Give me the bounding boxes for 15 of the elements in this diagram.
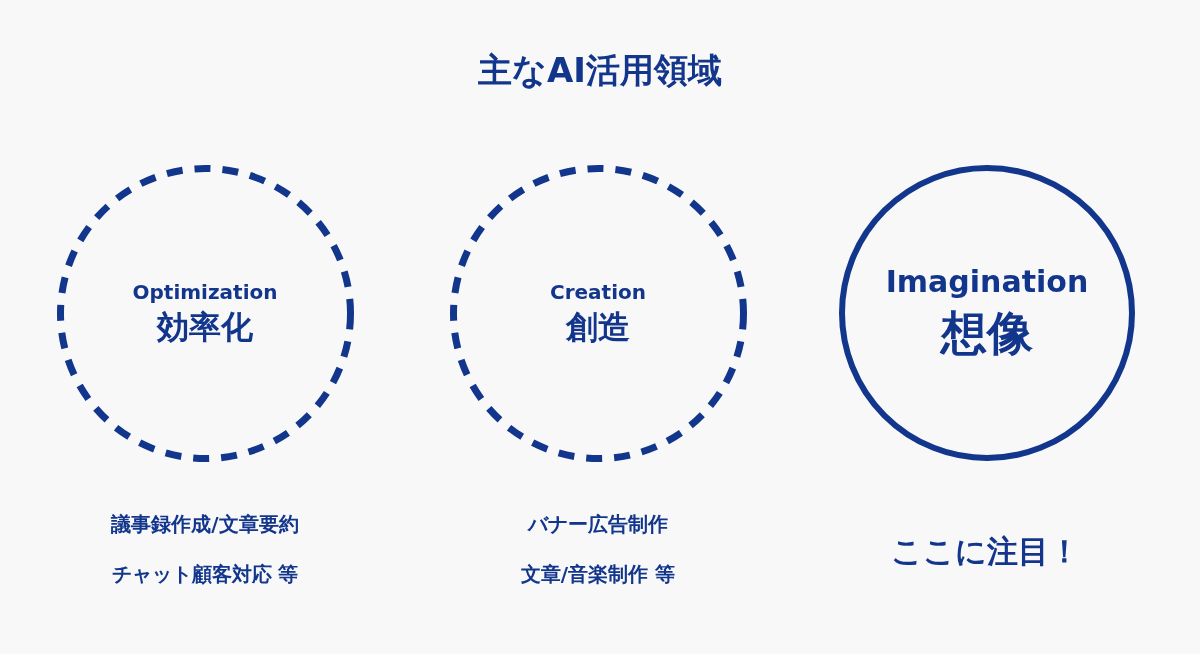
caption-text: 議事録作成/文章要約 <box>111 512 299 536</box>
node-label: 想像 <box>941 306 1033 362</box>
caption-text: チャット顧客対応 等 <box>111 562 299 586</box>
dashed-circle <box>56 164 354 462</box>
caption-text: 文章/音楽制作 等 <box>520 562 676 586</box>
diagram-title: 主なAI活用領域 <box>478 50 722 91</box>
circle-node <box>839 165 1135 461</box>
node-label: 創造 <box>566 307 630 347</box>
caption-text: バナー広告制作 <box>528 512 668 536</box>
node-heading: Creation <box>550 279 646 304</box>
node-label: 効率化 <box>157 307 253 347</box>
caption-text: ここに注目！ <box>890 533 1080 571</box>
node-heading: Optimization <box>132 279 278 304</box>
node-heading: Imagination <box>885 264 1089 301</box>
dashed-circle <box>449 164 747 462</box>
